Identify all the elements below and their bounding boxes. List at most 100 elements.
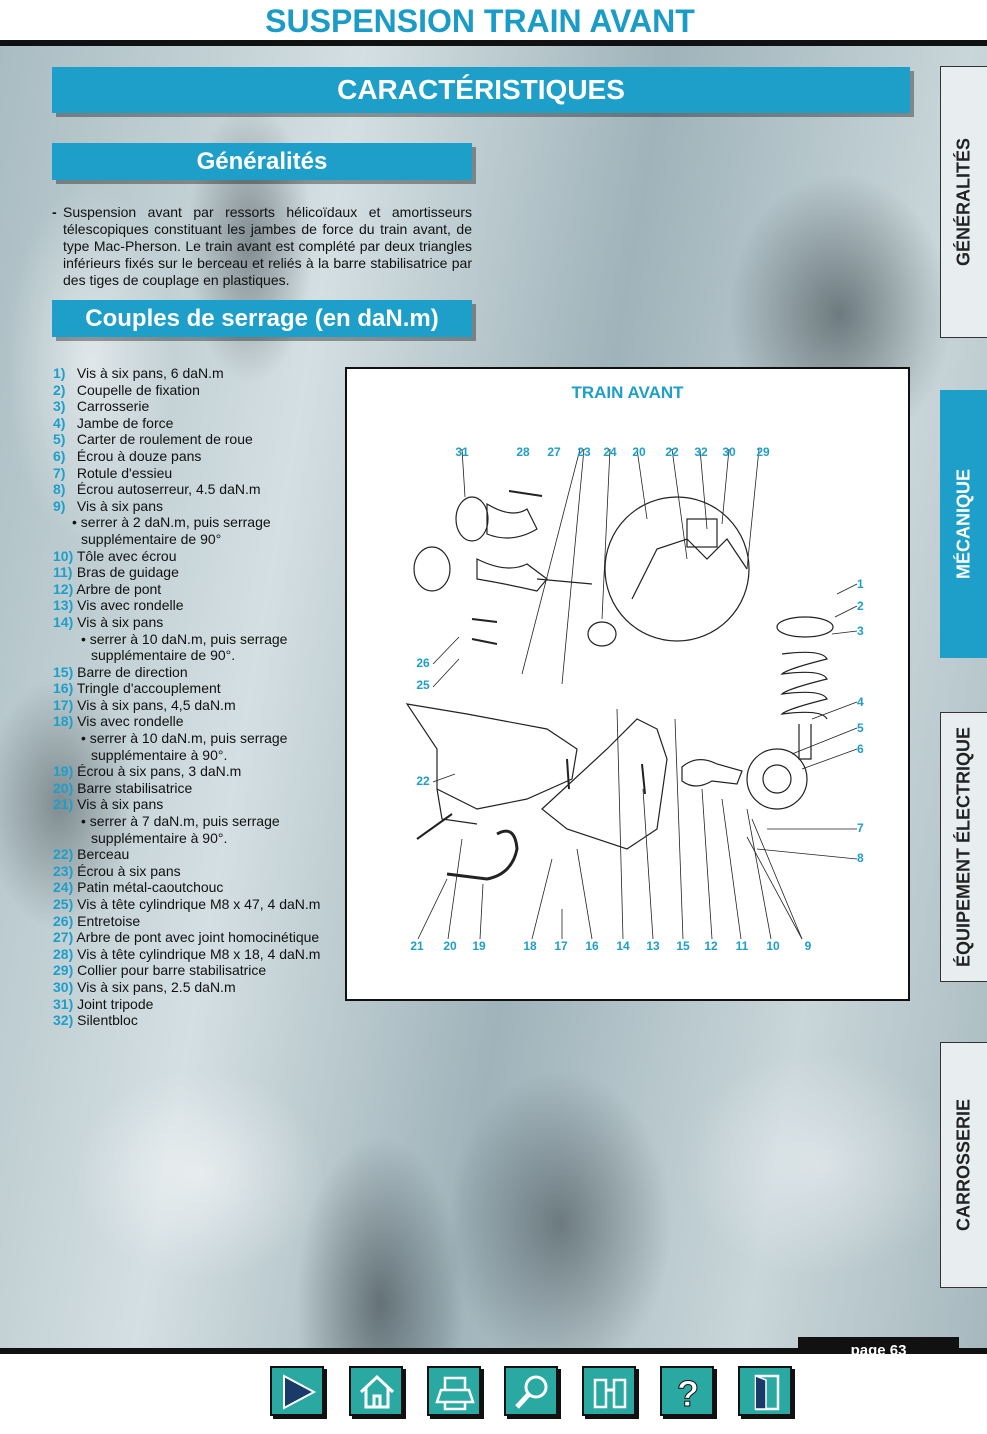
legend-label: Arbre de pont avec joint homocinétique xyxy=(73,929,320,946)
callout-11: 11 xyxy=(735,939,749,953)
callout-30: 30 xyxy=(722,445,736,459)
legend-number: 2) xyxy=(53,381,66,398)
boot2-drawing xyxy=(476,558,548,592)
subframe-drawing xyxy=(405,703,578,810)
callout-10: 10 xyxy=(766,939,780,953)
home-button[interactable] xyxy=(349,1366,403,1416)
hub-drawing xyxy=(746,748,808,810)
legend-item: 3) Carrosserie xyxy=(53,398,353,415)
binoculars-icon xyxy=(593,1378,627,1409)
callout-20: 20 xyxy=(443,939,457,953)
help-button[interactable]: ? xyxy=(660,1366,714,1416)
section-title: CARACTÉRISTIQUES xyxy=(52,67,910,113)
next-button[interactable] xyxy=(270,1366,324,1416)
strut-body-drawing xyxy=(798,724,812,760)
legend-item: 14) Vis à six pans• serrer à 10 daN.m, p… xyxy=(53,614,353,664)
legend-label: Vis avec rondelle xyxy=(73,597,184,614)
cv-joint-drawing xyxy=(413,546,451,592)
legend-label: Écrou à six pans, 3 daN.m xyxy=(73,763,242,780)
callout-25: 25 xyxy=(416,678,430,692)
legend-sub-line: supplémentaire à 90°. xyxy=(91,829,228,846)
side-tab-2[interactable]: ÉQUIPEMENT ÉLECTRIQUE xyxy=(940,712,987,982)
bullet-dash: - xyxy=(52,204,57,220)
legend-sub-line: • serrer à 10 daN.m, puis serrage xyxy=(81,630,288,647)
legend-number: 29) xyxy=(53,962,74,979)
legend-number: 21) xyxy=(53,796,74,813)
legend-label: Vis avec rondelle xyxy=(73,713,184,730)
legend-number: 15) xyxy=(53,663,74,680)
legend-item: 12) Arbre de pont xyxy=(53,581,353,598)
callout-19: 19 xyxy=(472,939,486,953)
legend-number: 23) xyxy=(53,862,74,879)
legend-item: 21) Vis à six pans• serrer à 7 daN.m, pu… xyxy=(53,796,353,846)
legend-number: 24) xyxy=(53,879,74,896)
legend-item: 29) Collier pour barre stabilisatrice xyxy=(53,962,353,979)
callout-20: 20 xyxy=(632,445,646,459)
legend-number: 10) xyxy=(53,547,74,564)
legend-label: Écrou à douze pans xyxy=(73,447,202,464)
legend-item: 19) Écrou à six pans, 3 daN.m xyxy=(53,763,353,780)
legend-sub-line: supplémentaire de 90°. xyxy=(91,647,236,664)
callout-27: 27 xyxy=(547,445,561,459)
callout-6: 6 xyxy=(857,742,864,756)
generalites-text: Suspension avant par ressorts hélicoïdau… xyxy=(63,204,472,288)
stabilizer-detail xyxy=(631,538,748,600)
legend-number: 19) xyxy=(53,763,74,780)
legend-label: Vis à tête cylindrique M8 x 47, 4 daN.m xyxy=(73,896,321,912)
bolt-25b-drawing xyxy=(471,638,498,645)
leader-lines xyxy=(417,448,858,940)
exit-button[interactable] xyxy=(738,1366,792,1416)
bolt-13-drawing xyxy=(641,763,646,795)
generalites-paragraph: - Suspension avant par ressorts hélicoïd… xyxy=(52,204,472,289)
bolt-25a-drawing xyxy=(471,618,498,623)
legend-item: 26) Entretoise xyxy=(53,913,353,930)
header-rule xyxy=(0,40,987,46)
page-title: SUSPENSION TRAIN AVANT xyxy=(265,3,695,39)
collar-detail xyxy=(686,518,718,548)
legend-label: Barre de direction xyxy=(73,663,188,680)
legend-label: Tringle d'accouplement xyxy=(73,680,221,697)
diagram-title: TRAIN AVANT xyxy=(571,383,684,402)
spring-drawing xyxy=(780,651,828,720)
callout-3: 3 xyxy=(857,624,864,638)
legend-number: 9) xyxy=(53,497,66,514)
side-tab-0[interactable]: GÉNÉRALITÉS xyxy=(940,66,987,338)
legend-label: Jambe de force xyxy=(73,414,174,431)
print-button[interactable] xyxy=(427,1366,481,1416)
stab-bar-drawing xyxy=(446,829,519,881)
callout-23: 23 xyxy=(577,445,591,459)
callout-7: 7 xyxy=(857,821,864,835)
legend-item: 4) Jambe de force xyxy=(53,415,353,432)
legend-label: Patin métal-caoutchouc xyxy=(73,879,224,896)
legend-label: Collier pour barre stabilisatrice xyxy=(73,962,267,979)
next-arrow-icon xyxy=(283,1374,317,1410)
legend-label: Vis à six pans xyxy=(73,497,164,514)
legend-item: 27) Arbre de pont avec joint homocinétiq… xyxy=(53,929,353,946)
lower-arm-drawing xyxy=(541,718,668,850)
footer-rule xyxy=(0,1348,987,1354)
callout-18: 18 xyxy=(523,939,537,953)
bolt-18-drawing xyxy=(566,758,570,790)
side-tab-1[interactable]: MÉCANIQUE xyxy=(940,390,987,658)
side-tab-3[interactable]: CARROSSERIE xyxy=(940,1042,987,1288)
legend-number: 12) xyxy=(53,580,74,597)
legend-item: 20) Barre stabilisatrice xyxy=(53,780,353,797)
binoculars-button[interactable] xyxy=(582,1366,636,1416)
legend-label: Berceau xyxy=(73,846,130,863)
train-avant-diagram: TRAIN AVANT xyxy=(345,367,910,1001)
legend-item: 23) Écrou à six pans xyxy=(53,863,353,880)
legend-item: 6) Écrou à douze pans xyxy=(53,448,353,465)
tripod-joint-drawing xyxy=(455,496,489,542)
legend-sub-line: • serrer à 2 daN.m, puis serrage xyxy=(72,514,271,531)
callout-17: 17 xyxy=(554,939,568,953)
svg-text:?: ? xyxy=(677,1373,699,1412)
legend-number: 5) xyxy=(53,431,66,448)
side-tab-label: ÉQUIPEMENT ÉLECTRIQUE xyxy=(953,726,974,968)
search-button[interactable] xyxy=(504,1366,558,1416)
callout-8: 8 xyxy=(857,851,864,865)
legend-number: 3) xyxy=(53,398,66,415)
legend-number: 16) xyxy=(53,680,74,697)
bolt-21-drawing xyxy=(416,813,453,840)
side-tab-label: GÉNÉRALITÉS xyxy=(953,137,974,267)
exit-door-icon xyxy=(754,1374,780,1411)
